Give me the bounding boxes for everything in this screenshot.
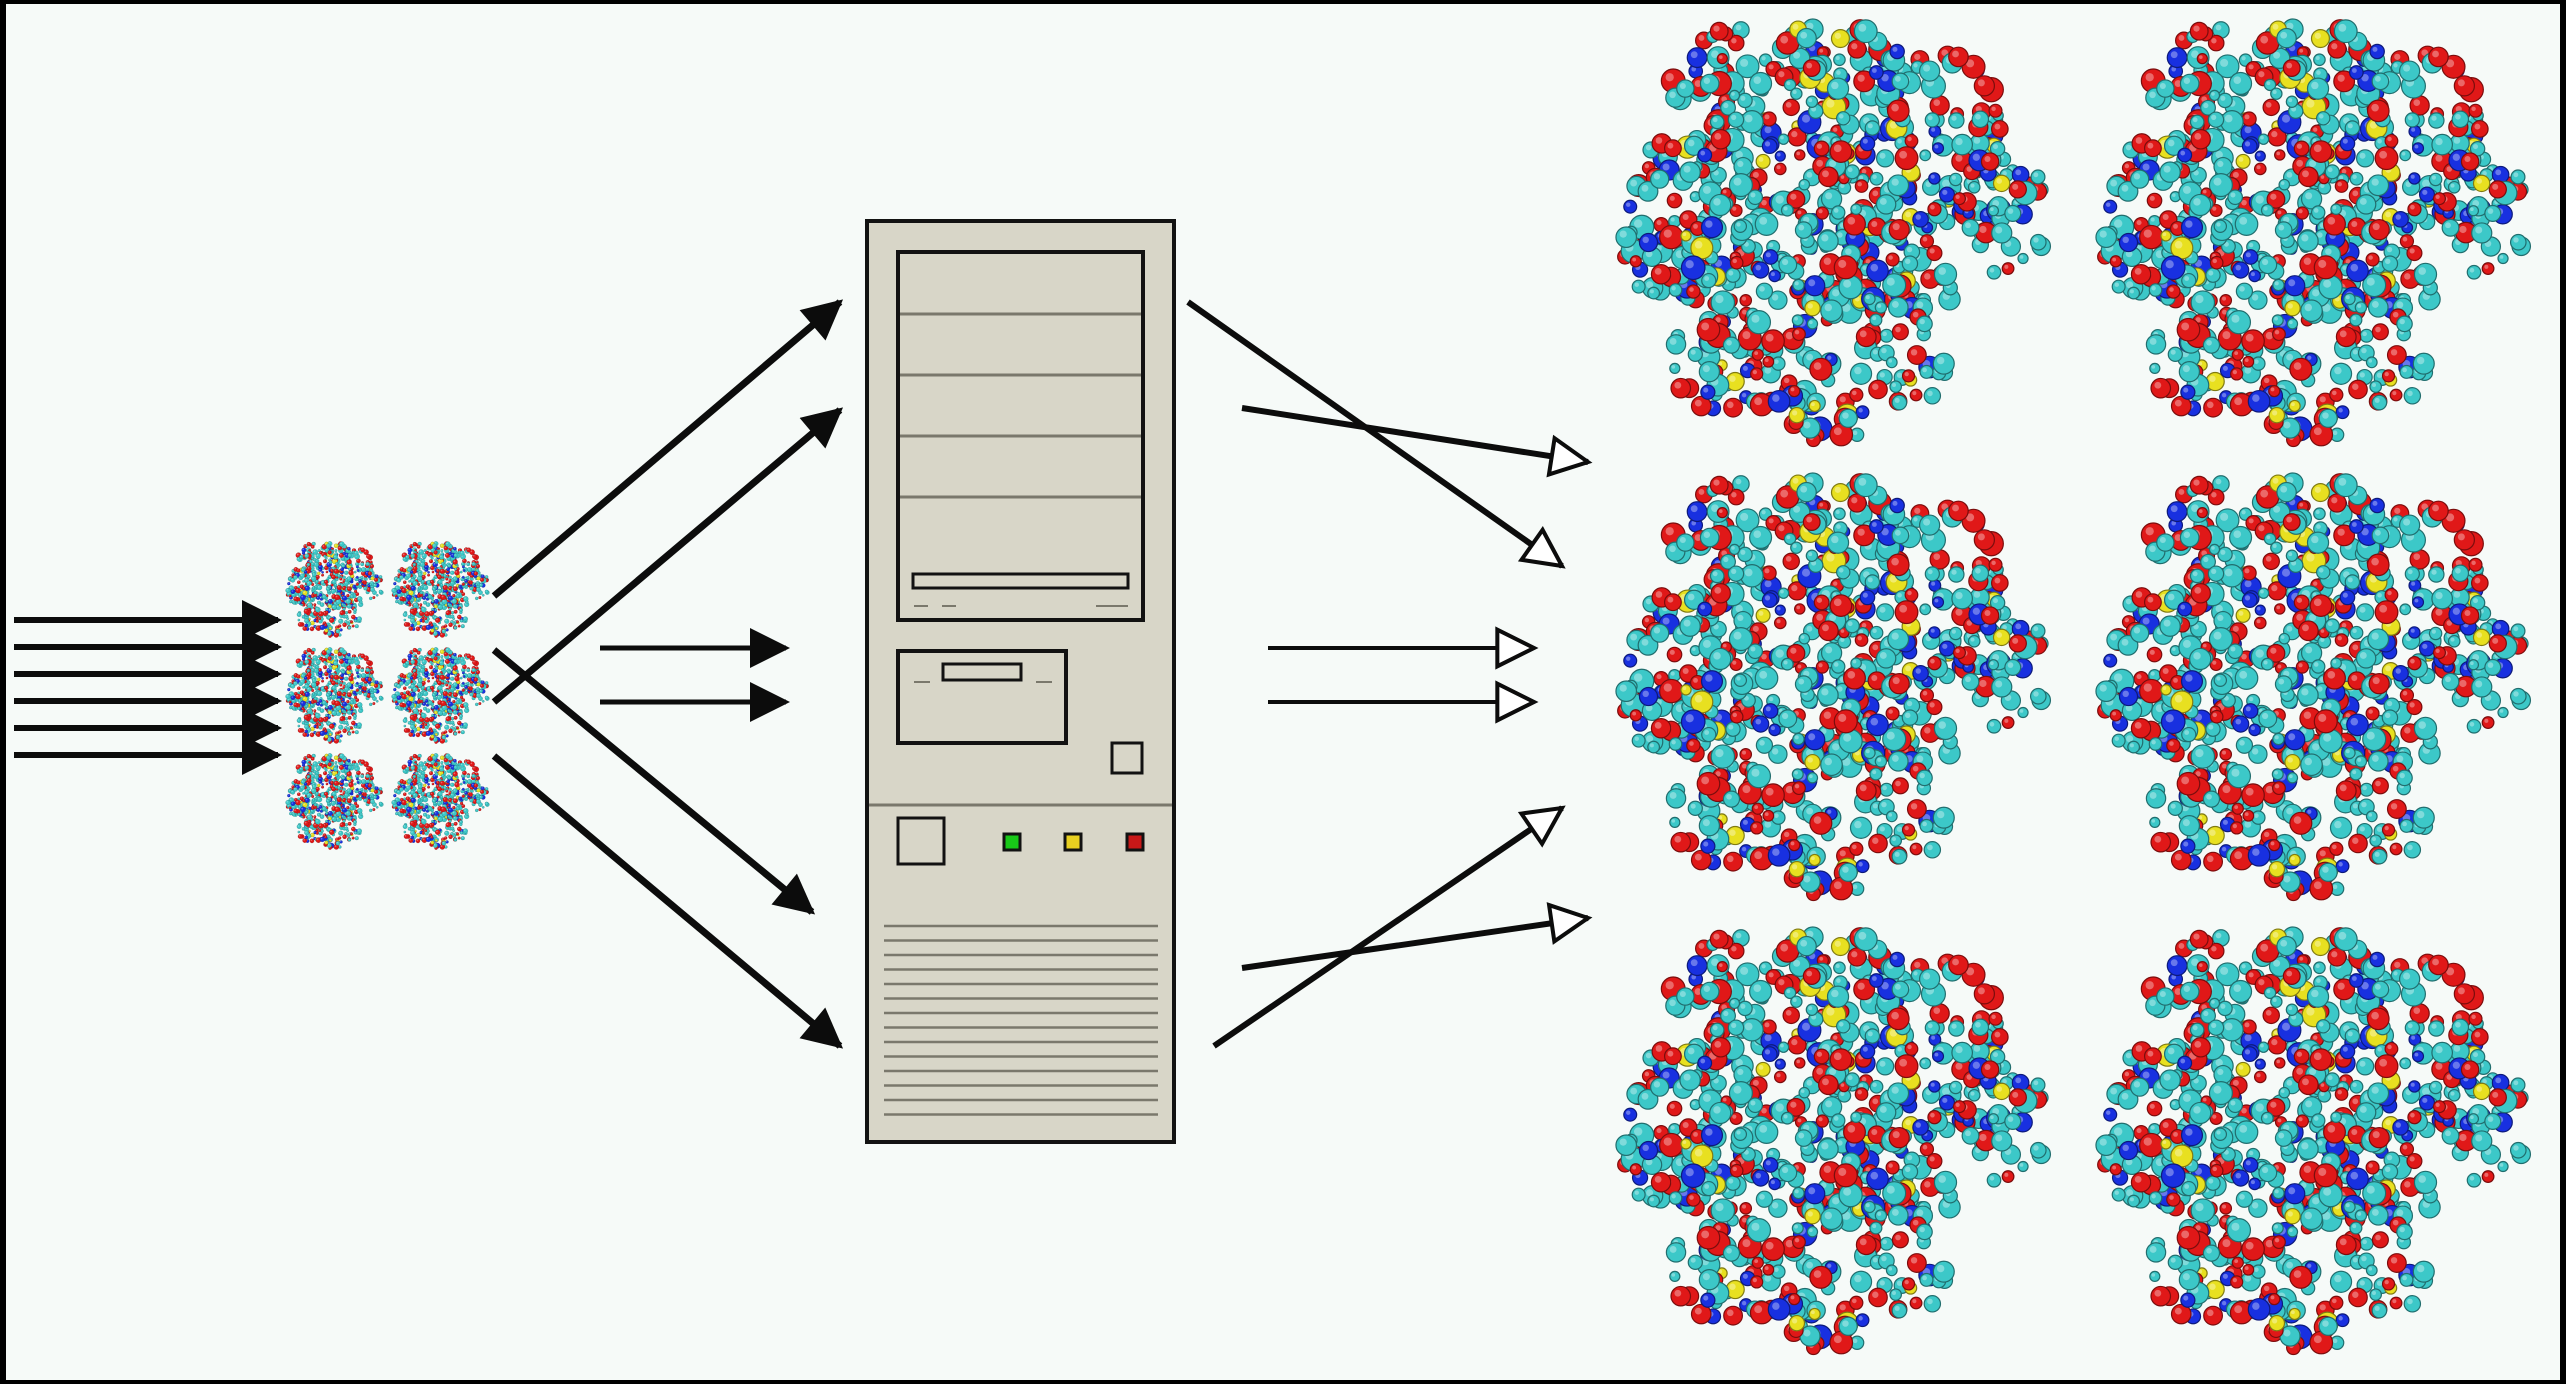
led-green [1002, 832, 1022, 852]
led-red [1125, 832, 1145, 852]
led-yellow [1063, 832, 1083, 852]
arrow-into-computer [491, 299, 844, 599]
arrow-out-of-computer [1241, 902, 1593, 971]
floppy-drive [896, 649, 1068, 745]
arrows-out-of-computer [1186, 299, 1593, 1049]
desktop-tower-computer-icon [865, 219, 1176, 1144]
arrow-out-of-computer [1241, 405, 1593, 478]
arrow-into-computer [491, 753, 844, 1049]
small-button [1110, 741, 1144, 775]
arrow-into-computer [491, 407, 844, 705]
arrow-into-computer [491, 647, 816, 915]
vent-grille [884, 924, 1158, 1116]
arrow-out-of-computer [1186, 299, 1566, 569]
optical-drive-slot [911, 572, 1130, 590]
power-button [896, 816, 946, 866]
arrow-out-of-computer [1212, 805, 1566, 1049]
arrows-into-computer [491, 299, 844, 1049]
input-arrows [14, 600, 282, 775]
floppy-slot [941, 662, 1023, 682]
